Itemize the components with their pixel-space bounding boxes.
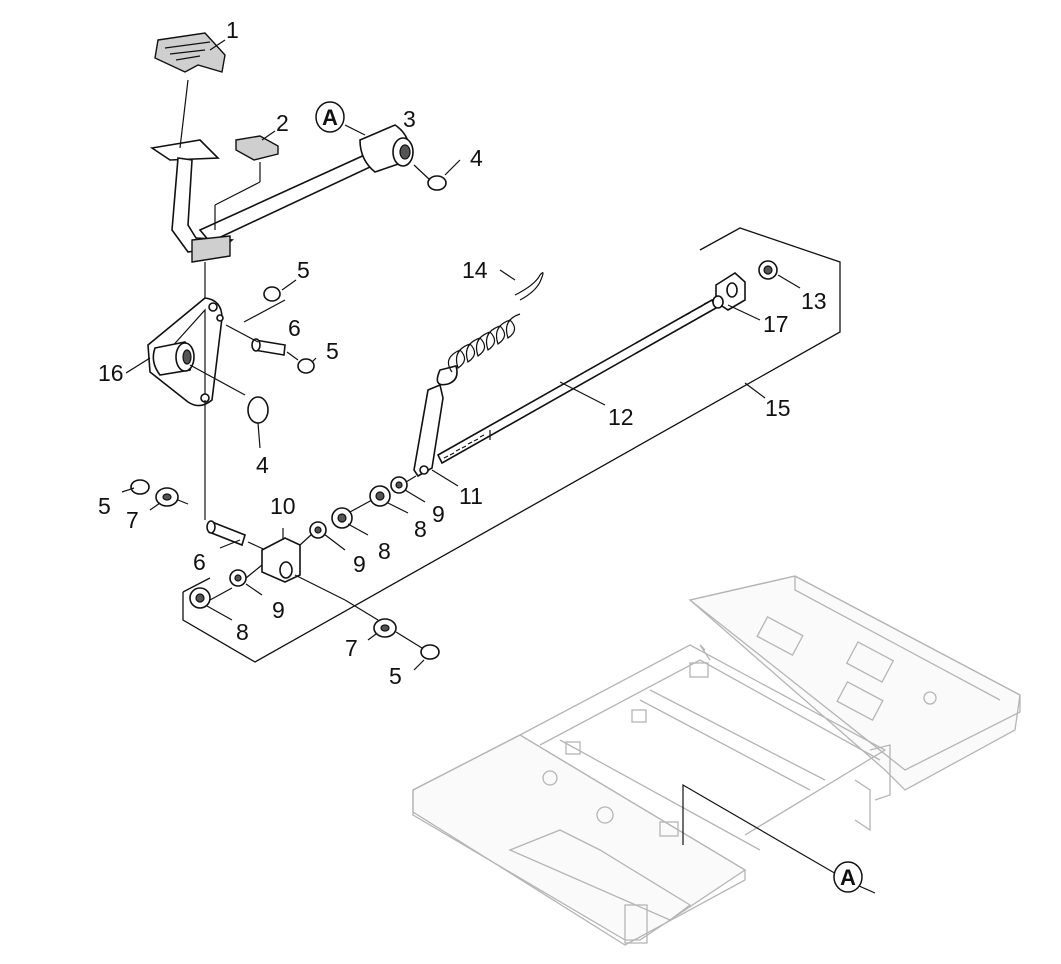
chassis-frame [412,575,1021,946]
label-9-b: 9 [353,551,366,577]
detail-marker-a-bottom: A [833,861,863,893]
label-8-a: 8 [378,538,391,564]
label-2: 2 [276,110,289,136]
label-13: 13 [801,288,827,314]
label-6-upper: 6 [288,315,301,341]
label-16: 16 [98,360,124,386]
label-9-a: 9 [432,501,445,527]
label-5-d: 5 [389,663,402,689]
label-3: 3 [403,106,416,132]
label-8-b: 8 [414,516,427,542]
label-7-left: 7 [126,507,139,533]
pin-6-upper [225,299,299,361]
label-11: 11 [459,483,483,509]
label-9-c: 9 [272,597,285,623]
lower-linkage [121,475,440,671]
bellcrank-16 [147,297,246,520]
clip-5-b [297,358,315,374]
label-4-lower: 4 [256,452,269,478]
label-4-upper: 4 [470,145,483,171]
assembly-outline-15 [182,227,841,663]
ring-4-lower [247,396,269,424]
label-17: 17 [763,311,789,337]
label-14: 14 [462,257,488,283]
detail-a-leader [682,783,876,894]
label-5-c: 5 [98,493,111,519]
label-1: 1 [226,17,239,43]
part-labels: 1 2 3 4 4 5 5 5 5 6 6 7 7 8 8 8 9 9 9 10… [98,17,827,689]
pedal-assembly [149,32,447,302]
label-6-lower: 6 [193,549,206,575]
label-7-right: 7 [345,635,358,661]
svg-text:A: A [322,105,338,130]
label-5-b: 5 [326,338,339,364]
label-5-a: 5 [297,257,310,283]
label-15: 15 [765,395,791,421]
clip-5-a [263,286,281,302]
label-8-c: 8 [236,619,249,645]
label-12: 12 [608,404,634,430]
control-rod-assembly [413,260,801,487]
label-10: 10 [270,493,296,519]
svg-text:A: A [840,865,856,890]
detail-marker-a-top: A [315,101,345,133]
